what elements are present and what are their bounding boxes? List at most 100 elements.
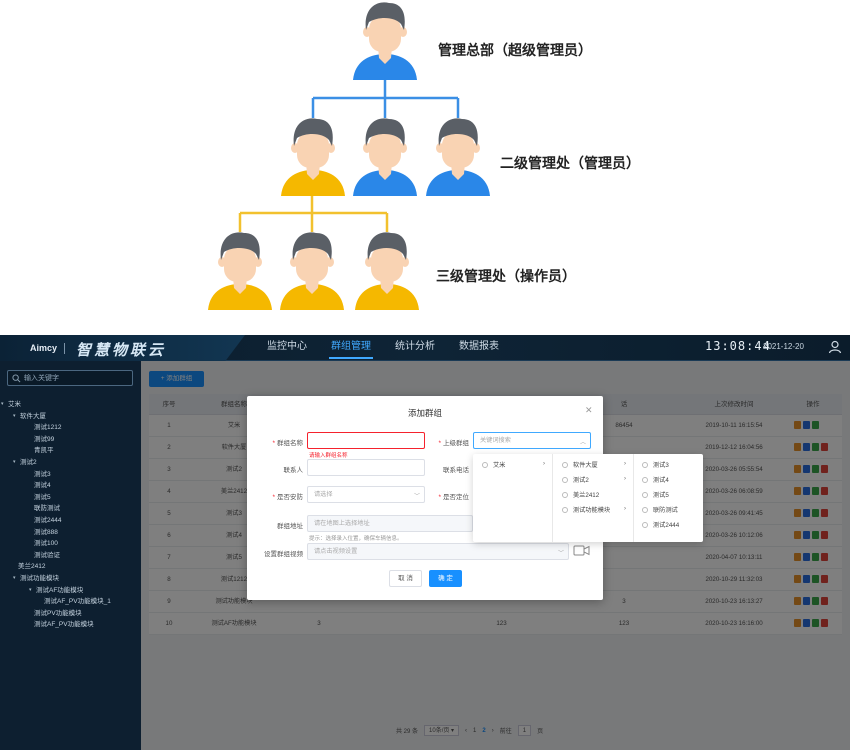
tree-node[interactable]: ▾ 软件大厦 [0, 411, 141, 423]
caret-down-icon[interactable]: ▾ [13, 458, 16, 465]
tree-node[interactable]: 测试AF_PV功能模块 [0, 619, 141, 631]
clock: 13:08:44 [705, 339, 771, 353]
nav-statistics[interactable]: 统计分析 [395, 341, 435, 352]
tree-node[interactable]: 测试5 [0, 492, 141, 504]
tree-node-label: 测试99 [34, 435, 55, 443]
tree-node-label: 测试验证 [34, 551, 60, 559]
video-select[interactable]: 请点击视频设置 [307, 543, 569, 560]
address-input[interactable]: 请在地图上选择地址 [307, 515, 473, 532]
cascader-option[interactable]: 测试功能模块 [562, 503, 610, 518]
address-hint: 提示：选择录入位置，确保车辆信息。 [309, 536, 403, 542]
video-camera-icon[interactable] [573, 544, 590, 557]
cascader-option[interactable]: 测试2 [562, 473, 589, 488]
tree-node-label: 测试2 [20, 458, 37, 466]
caret-down-icon[interactable]: ▾ [13, 412, 16, 419]
tree-node-label: 艾米 [8, 401, 21, 408]
person-admin-icon [426, 118, 490, 196]
connector-blue [311, 80, 460, 118]
brand-logo: Aimcy [30, 343, 58, 353]
cancel-button[interactable]: 取 消 [389, 570, 422, 587]
tree-node[interactable]: 测试4 [0, 480, 141, 492]
cascader-column-2: 软件大厦 › 测试2 › 美兰2412 测试功能模块 › [553, 454, 634, 542]
tree-node-label: 美兰2412 [18, 563, 46, 571]
cascader-option[interactable]: 测试3 [642, 458, 669, 473]
video-label: 设置群组视频 [264, 551, 303, 558]
nav-group-management[interactable]: 群组管理 [319, 335, 383, 361]
person-super-admin-icon [353, 2, 417, 80]
contact-input[interactable] [307, 459, 425, 476]
tree-node[interactable]: ▾ 测试2 [0, 457, 141, 469]
chevron-right-icon: › [624, 476, 626, 482]
tree-node[interactable]: ▾ 艾米 [0, 399, 141, 411]
caret-down-icon[interactable]: ▾ [29, 586, 32, 593]
caret-down-icon[interactable]: ▾ [1, 401, 4, 407]
main-nav: 监控中心 群组管理 统计分析 数据报表 [255, 335, 511, 361]
tree-node[interactable]: 测试验证 [0, 550, 141, 562]
tree-node-label: 测试4 [34, 482, 51, 490]
locate-label: *是否定位 [438, 494, 469, 501]
chevron-right-icon: › [543, 461, 545, 467]
person-admin-icon [353, 118, 417, 196]
logo-divider [64, 343, 65, 354]
tree-node[interactable]: 美兰2412 [0, 561, 141, 573]
group-name-label: *群组名称 [272, 440, 303, 447]
tree-node-label: 软件大厦 [20, 412, 46, 420]
address-placeholder: 请在地图上选择地址 [314, 520, 370, 527]
security-select[interactable]: 请选择 [307, 486, 425, 503]
tree-node-label: 联防测试 [34, 505, 60, 513]
address-label: 群组地址 [277, 523, 303, 530]
connector-yellow [238, 196, 389, 232]
close-icon[interactable]: ✕ [585, 405, 593, 415]
sidebar: ▾艾米▾软件大厦测试1212测试99青凯平▾测试2测试3测试4测试5联防测试测试… [0, 361, 141, 750]
date: 2021-12-20 [763, 342, 804, 351]
cascader-option[interactable]: 艾米 [482, 458, 505, 473]
nav-data-reports[interactable]: 数据报表 [459, 341, 499, 352]
dialog-title: 添加群组 [407, 408, 442, 418]
tier-label-top: 管理总部（超级管理员） [438, 43, 592, 59]
tree-node-label: 测试5 [34, 493, 51, 501]
chevron-down-icon: ﹀ [414, 494, 421, 500]
tree-node[interactable]: ▾测试AF功能模块 [0, 585, 141, 597]
cascader-option[interactable]: 测试5 [642, 488, 669, 503]
phone-label: 联系电话 [443, 467, 469, 474]
person-operator-icon [355, 232, 419, 310]
tree-node[interactable]: 联防测试 [0, 503, 141, 515]
tree-node[interactable]: 测试2444 [0, 515, 141, 527]
chevron-right-icon: › [624, 461, 626, 467]
tree-node-label: 测试1212 [34, 424, 62, 432]
group-name-error: 请输入群组名称 [309, 453, 348, 459]
tree-node[interactable]: 测试1212 [0, 422, 141, 434]
confirm-button[interactable]: 确 定 [429, 570, 462, 587]
cascader-option[interactable]: 美兰2412 [562, 488, 599, 503]
tree-node[interactable]: 测试PV功能模块 [0, 608, 141, 620]
parent-group-select[interactable]: 关键词搜索 [473, 432, 591, 449]
nav-monitor-center[interactable]: 监控中心 [267, 341, 307, 352]
hierarchy-diagram: 管理总部（超级管理员） 二级管理处（管理员） 三级管理处（操作员） [0, 0, 850, 335]
top-bar: Aimcy 智慧物联云 监控中心 群组管理 统计分析 数据报表 13:08:44… [0, 335, 850, 361]
group-name-input[interactable] [307, 432, 425, 449]
parent-group-placeholder: 关键词搜索 [480, 437, 511, 444]
tree-node[interactable]: 测试AF_PV功能模块_1 [0, 596, 141, 608]
sidebar-search [7, 370, 133, 386]
tree-node[interactable]: 青凯平 [0, 445, 141, 457]
cascader-column-3: 测试3 测试4 测试5 联防测试 测试2444 [634, 454, 703, 542]
cascader-option[interactable]: 联防测试 [642, 503, 678, 518]
person-operator-icon [208, 232, 272, 310]
tree-node[interactable]: ▾测试功能模块 [0, 573, 141, 585]
person-operator-icon [280, 232, 344, 310]
caret-down-icon[interactable]: ▾ [13, 574, 16, 581]
user-icon[interactable] [828, 340, 842, 354]
tree-node[interactable]: 测试100 [0, 538, 141, 550]
cascader-column-1: 艾米 › [473, 454, 553, 542]
tree-node[interactable]: 测试888 [0, 527, 141, 539]
sidebar-search-input[interactable] [24, 372, 129, 384]
tree-node-label: 测试100 [34, 540, 58, 548]
cascader-option[interactable]: 测试2444 [642, 518, 679, 533]
cascader-option[interactable]: 测试4 [642, 473, 669, 488]
cascader-option[interactable]: 软件大厦 [562, 458, 598, 473]
contact-label: 联系人 [283, 467, 304, 474]
tree-node-label: 测试AF_PV功能模块_1 [44, 598, 111, 606]
tree-node[interactable]: 测试3 [0, 469, 141, 481]
tree-node[interactable]: 测试99 [0, 434, 141, 446]
